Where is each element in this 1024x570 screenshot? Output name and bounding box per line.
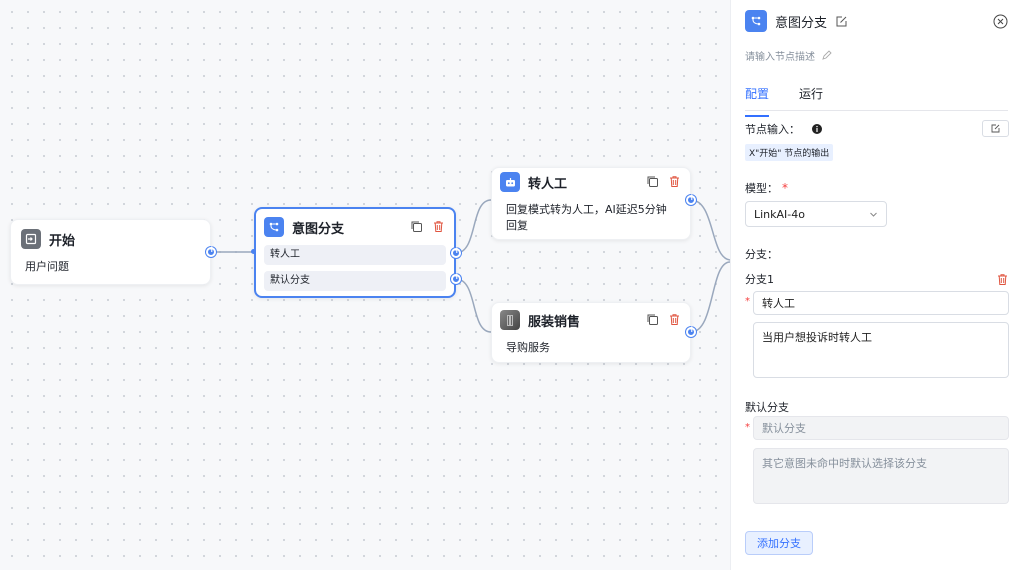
sales-node-title: 服装销售 (528, 314, 581, 330)
branch-row-default: 默认分支 (264, 271, 446, 291)
branch-default-port[interactable] (451, 272, 461, 284)
branch-row-human: 转人工 (264, 245, 446, 265)
panel-tabs: 配置 运行 (745, 85, 1008, 117)
chevron-down-icon (869, 210, 878, 219)
intent-node[interactable]: 意图分支 转人工 默认分支 (254, 207, 456, 298)
clothing-sales-node[interactable]: 服装销售 导购服务 (491, 302, 691, 363)
branch-icon (264, 217, 284, 237)
login-icon (21, 229, 41, 249)
info-icon (812, 123, 822, 134)
branch1-label: 分支1 (745, 273, 774, 286)
close-icon[interactable] (993, 14, 1008, 29)
workflow-canvas[interactable]: 开始 用户问题 意图分支 转人工 默认分支 转人工 (0, 0, 730, 570)
properties-panel: 意图分支 请输入节点描述 配置 运行 节点输入： X"开始" 节点的输出 模型：… (730, 0, 1024, 570)
start-node[interactable]: 开始 用户问题 (10, 219, 211, 285)
intent-input-dot (251, 249, 256, 254)
branch1-name-input[interactable]: 转人工 (753, 291, 1009, 315)
default-branch-label: 默认分支 (745, 401, 789, 414)
human-handoff-node[interactable]: 转人工 回复模式转为人工，AI延迟5分钟回复 (491, 167, 691, 240)
add-branch-button[interactable]: 添加分支 (745, 531, 813, 555)
copy-icon[interactable] (646, 313, 660, 327)
panel-title: 意图分支 (775, 15, 828, 31)
edit-icon[interactable] (835, 15, 848, 28)
branch1-required-mark: * (745, 296, 750, 307)
model-select-value: LinkAI-4o (754, 207, 805, 221)
branches-label: 分支： (745, 248, 778, 261)
default-branch-description-textarea: 其它意图未命中时默认选择该分支 (753, 448, 1009, 504)
sales-output-port[interactable] (686, 325, 696, 337)
default-branch-name-input: 默认分支 (753, 416, 1009, 440)
human-node-title: 转人工 (528, 176, 568, 192)
node-input-edit-button[interactable] (982, 120, 1009, 137)
branch1-description-textarea[interactable]: 当用户想投诉时转人工 (753, 322, 1009, 378)
node-input-label: 节点输入： (745, 122, 800, 136)
trash-icon[interactable] (432, 220, 446, 234)
branch-icon (745, 10, 767, 32)
model-select[interactable]: LinkAI-4o (745, 201, 887, 227)
human-output-port[interactable] (686, 193, 696, 205)
trash-icon[interactable] (668, 313, 682, 327)
model-label: 模型： (745, 182, 778, 195)
default-required-mark: * (745, 422, 750, 433)
node-input-tag[interactable]: X"开始" 节点的输出 (745, 144, 834, 161)
trash-icon[interactable] (996, 273, 1009, 286)
start-node-output: 用户问题 (25, 260, 69, 273)
trash-icon[interactable] (668, 175, 682, 189)
intent-node-title: 意图分支 (292, 221, 345, 237)
store-image (500, 310, 520, 330)
copy-icon[interactable] (646, 175, 660, 189)
sales-node-description: 导购服务 (506, 341, 550, 354)
model-required-mark: * (782, 181, 788, 195)
start-output-port[interactable] (206, 245, 216, 257)
pencil-icon[interactable] (821, 50, 832, 61)
robot-icon (500, 172, 520, 192)
human-node-description: 回复模式转为人工，AI延迟5分钟回复 (506, 203, 667, 232)
tab-run[interactable]: 运行 (799, 87, 824, 101)
copy-icon[interactable] (410, 220, 424, 234)
description-placeholder[interactable]: 请输入节点描述 (745, 52, 815, 63)
tab-config[interactable]: 配置 (745, 85, 770, 117)
branch-human-port[interactable] (451, 246, 461, 258)
start-node-title: 开始 (49, 233, 76, 249)
